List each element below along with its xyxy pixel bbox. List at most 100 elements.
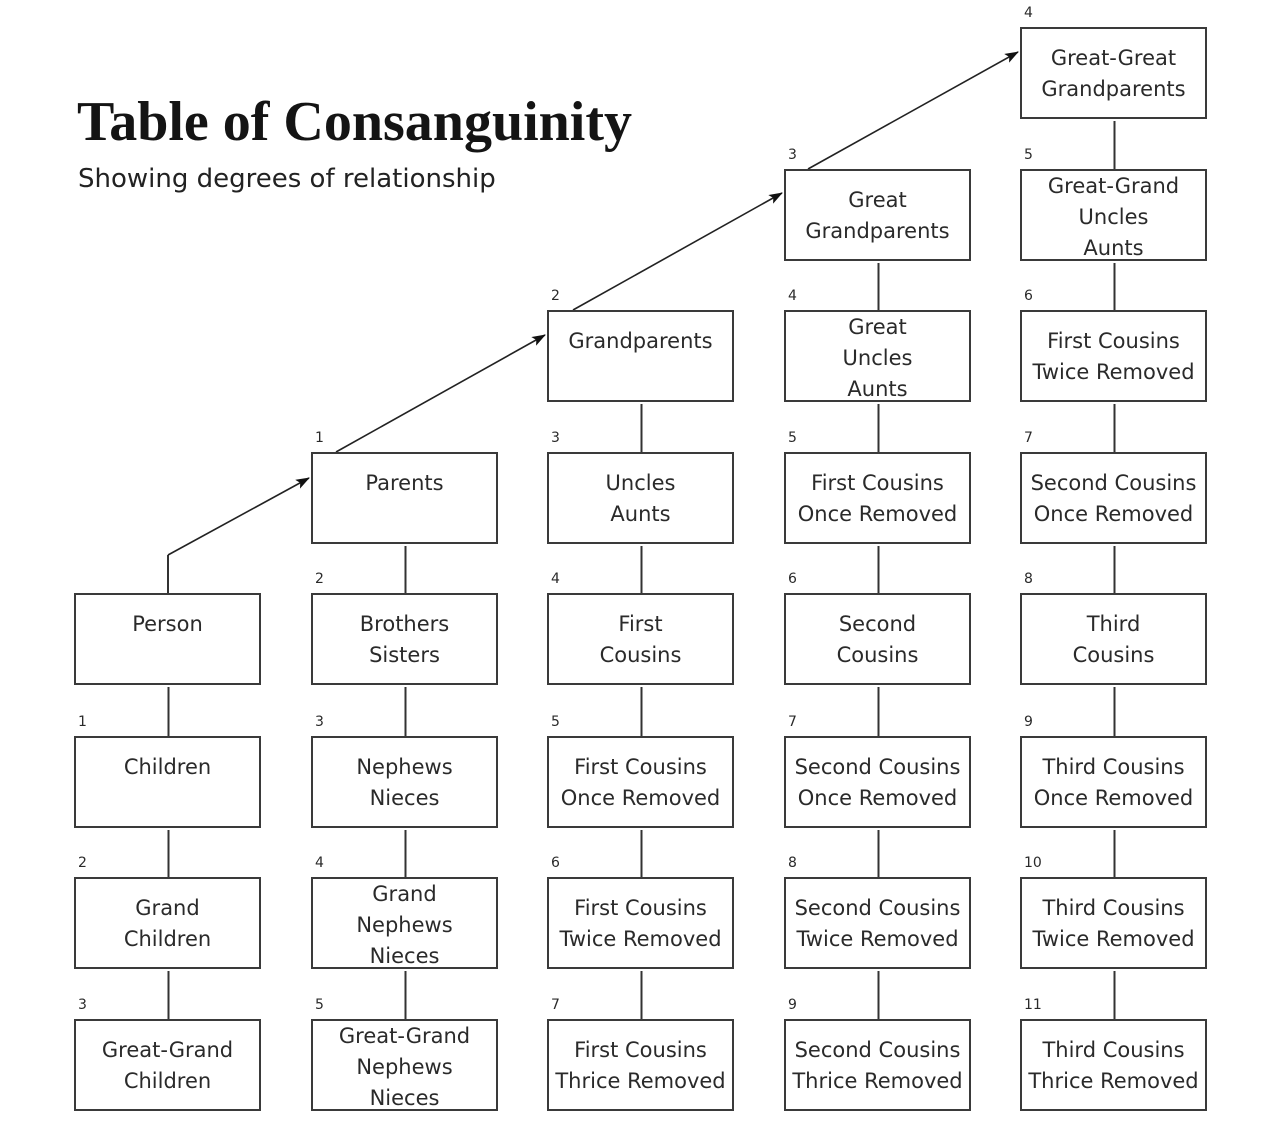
degree-number: 5 — [315, 997, 324, 1013]
relationship-label: Once Removed — [1033, 786, 1194, 810]
relationship-label: Children — [123, 1069, 212, 1093]
degree-number: 6 — [551, 855, 560, 871]
ancestor-arrow — [335, 334, 546, 453]
relationship-label: First Cousins — [1047, 329, 1180, 353]
relationship-label: Grand — [135, 896, 200, 920]
relationship-label: Nieces — [369, 786, 440, 810]
relationship-label: Thrice Removed — [1028, 1069, 1199, 1093]
relationship-label: Children — [123, 755, 212, 779]
page-subtitle: Showing degrees of relationship — [78, 164, 496, 194]
relationship-label: Grandparents — [1041, 77, 1186, 101]
degree-number: 9 — [788, 997, 797, 1013]
relationship-label: Second Cousins — [1030, 471, 1197, 495]
relationship-label: Children — [123, 927, 212, 951]
relationship-label: Great-Grand — [338, 1024, 471, 1048]
degree-number: 4 — [1024, 5, 1033, 21]
degree-number: 2 — [551, 288, 560, 304]
relationship-label: Twice Removed — [559, 927, 722, 951]
relationship-box: Children — [74, 736, 261, 828]
relationship-label: First Cousins — [574, 896, 707, 920]
degree-number: 6 — [1024, 288, 1033, 304]
relationship-label: Grandparents — [805, 219, 950, 243]
relationship-label: Person — [132, 612, 203, 636]
ancestor-arrow — [167, 477, 310, 556]
relationship-label: Once Removed — [797, 502, 958, 526]
relationship-label: First — [618, 612, 663, 636]
relationship-label: Great-Grand — [101, 1038, 234, 1062]
relationship-label: Third — [1086, 612, 1141, 636]
degree-number: 4 — [788, 288, 797, 304]
relationship-label: Sisters — [369, 643, 440, 667]
relationship-label: Nephews — [356, 1055, 453, 1079]
relationship-label: Thrice Removed — [792, 1069, 963, 1093]
degree-number: 5 — [551, 714, 560, 730]
degree-number: 2 — [78, 855, 87, 871]
relationship-label: Nieces — [369, 1086, 440, 1110]
degree-number: 4 — [551, 571, 560, 587]
relationship-label: Cousins — [836, 643, 919, 667]
relationship-box: Parents — [311, 452, 498, 544]
relationship-label: Third Cousins — [1042, 1038, 1185, 1062]
page-title: Table of Consanguinity — [77, 91, 632, 153]
relationship-label: Grand — [372, 882, 437, 906]
degree-number: 2 — [315, 571, 324, 587]
degree-number: 6 — [788, 571, 797, 587]
degree-number: 3 — [551, 430, 560, 446]
relationship-label: Uncles — [1078, 205, 1149, 229]
ancestor-arrow — [572, 192, 783, 311]
degree-number: 8 — [788, 855, 797, 871]
relationship-label: Third Cousins — [1042, 755, 1185, 779]
ancestor-arrow — [807, 51, 1019, 170]
degree-number: 10 — [1024, 855, 1042, 871]
degree-number: 9 — [1024, 714, 1033, 730]
relationship-label: Once Removed — [797, 786, 958, 810]
degree-number: 3 — [788, 147, 797, 163]
relationship-label: Nephews — [356, 913, 453, 937]
relationship-label: Cousins — [599, 643, 682, 667]
degree-number: 1 — [78, 714, 87, 730]
relationship-label: Twice Removed — [1032, 927, 1195, 951]
degree-number: 7 — [551, 997, 560, 1013]
relationship-label: First Cousins — [811, 471, 944, 495]
degree-number: 8 — [1024, 571, 1033, 587]
relationship-label: Second Cousins — [794, 896, 961, 920]
relationship-label: Once Removed — [560, 786, 721, 810]
relationship-label: Aunts — [1083, 236, 1144, 260]
relationship-label: Once Removed — [1033, 502, 1194, 526]
degree-number: 3 — [315, 714, 324, 730]
relationship-label: Second Cousins — [794, 755, 961, 779]
degree-number: 3 — [78, 997, 87, 1013]
degree-number: 4 — [315, 855, 324, 871]
relationship-box: Grandparents — [547, 310, 734, 402]
relationship-label: Great — [848, 315, 907, 339]
relationship-label: Thrice Removed — [555, 1069, 726, 1093]
degree-number: 5 — [788, 430, 797, 446]
relationship-label: Grandparents — [568, 329, 713, 353]
relationship-label: Nephews — [356, 755, 453, 779]
relationship-label: Parents — [365, 471, 444, 495]
relationship-label: Brothers — [359, 612, 450, 636]
